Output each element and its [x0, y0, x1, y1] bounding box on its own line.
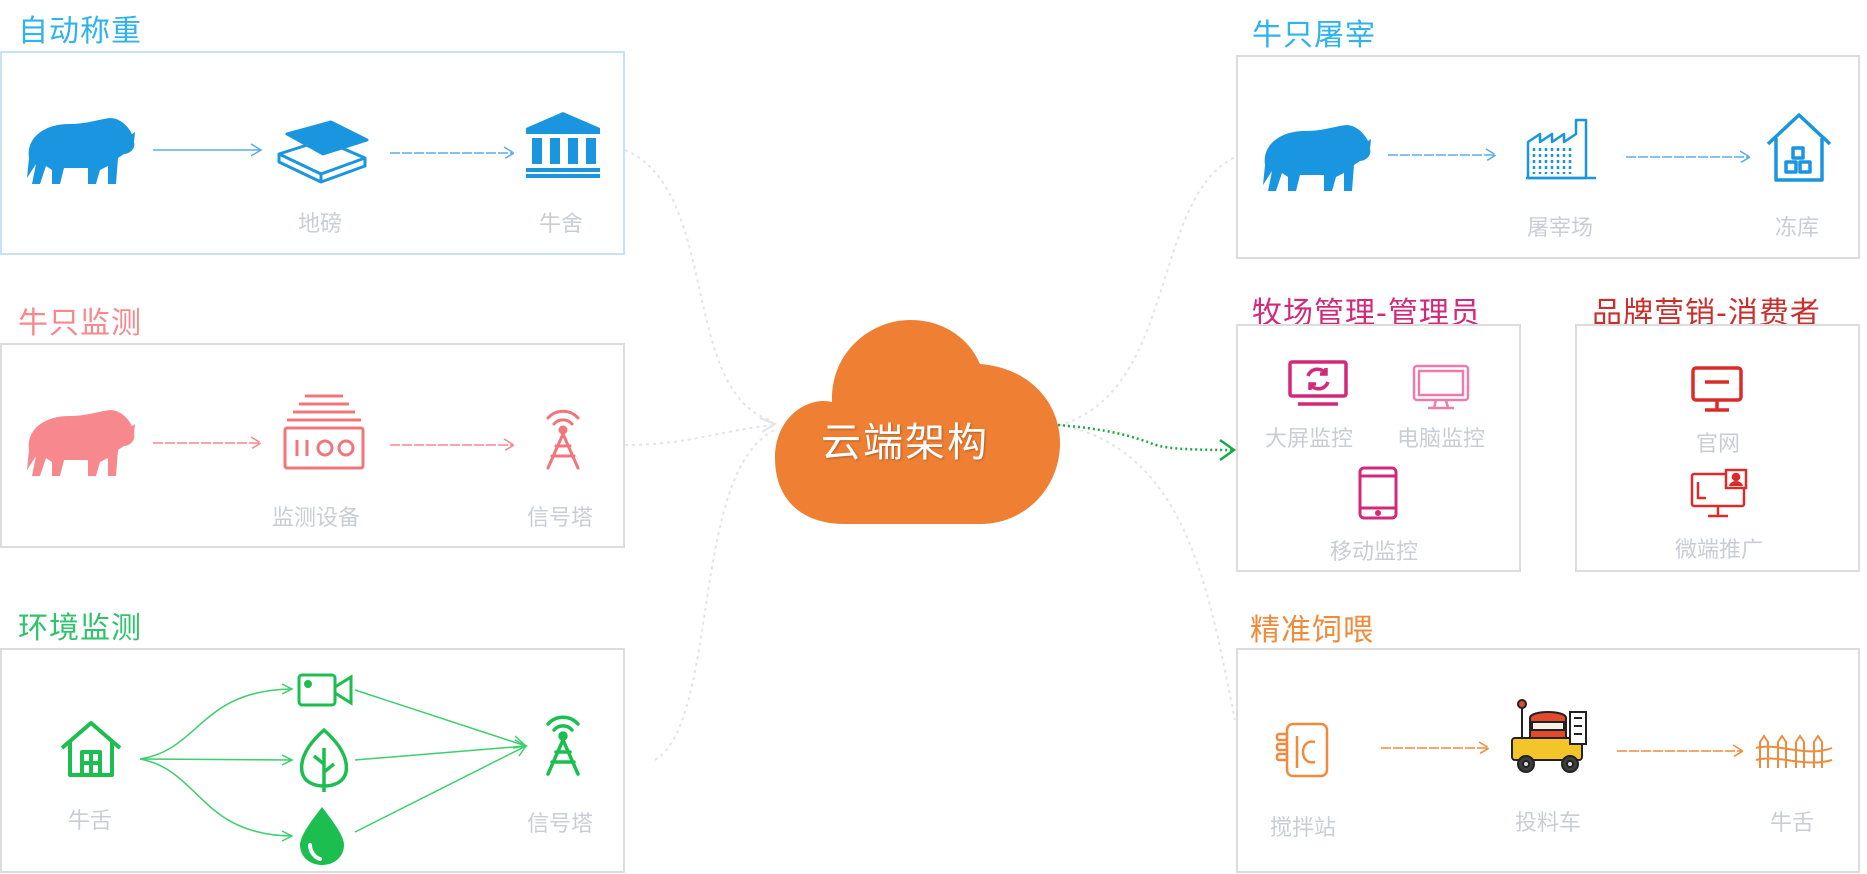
label-big-screen: 大屏监控	[1265, 427, 1354, 452]
label-barn: 牛舍	[539, 212, 584, 237]
water-drop-icon	[300, 807, 344, 865]
flow-arrow	[1626, 150, 1752, 164]
signal-tower-icon	[546, 409, 580, 470]
big-screen-icon	[1288, 360, 1348, 406]
leaf-icon	[299, 728, 349, 792]
ranch-mgmt-panel	[1236, 324, 1521, 572]
warehouse-icon	[1766, 113, 1832, 182]
env-monitor-title: 环境监测	[18, 611, 142, 646]
flow-arrow	[1617, 744, 1745, 758]
flow-arrow	[1388, 148, 1498, 162]
monitor-device-icon	[283, 394, 365, 470]
mixing-station-icon	[1275, 722, 1329, 778]
label-cattle-tongue: 牛舌	[68, 809, 113, 834]
label-cattle-tongue: 牛舌	[1770, 811, 1815, 836]
auto-weigh-panel	[0, 51, 625, 255]
signal-tower-icon	[546, 715, 580, 776]
slaughter-title: 牛只屠宰	[1252, 18, 1376, 53]
label-computer: 电脑监控	[1397, 427, 1486, 452]
flow-arrow	[153, 143, 263, 157]
label-cold-storage: 冻库	[1775, 216, 1820, 241]
bison-icon	[1263, 125, 1371, 191]
auto-weigh-title: 自动称重	[18, 14, 142, 49]
flow-arrow	[153, 436, 263, 450]
promotion-icon	[1690, 468, 1748, 518]
cattle-monitor-panel	[0, 343, 625, 548]
label-signal-tower: 信号塔	[527, 506, 594, 531]
flow-arrow	[390, 146, 516, 160]
bison-icon	[27, 410, 135, 476]
label-promotion: 微端推广	[1675, 538, 1764, 563]
label-slaughterhouse: 屠宰场	[1527, 216, 1594, 241]
factory-icon	[1526, 118, 1596, 180]
cattle-monitor-title: 牛只监测	[18, 306, 142, 341]
label-mixing-station: 搅拌站	[1270, 816, 1337, 841]
scale-icon	[277, 120, 369, 184]
label-signal-tower: 信号塔	[527, 812, 594, 837]
label-mobile: 移动监控	[1330, 540, 1419, 565]
fence-icon	[1755, 734, 1833, 768]
label-scale: 地磅	[298, 212, 343, 237]
flow-arrow	[1381, 741, 1491, 755]
label-website: 官网	[1696, 432, 1741, 457]
flow-arrow	[390, 438, 516, 452]
cloud-shape	[775, 320, 1060, 524]
feed-truck-icon	[1511, 699, 1587, 773]
brand-mkt-panel	[1575, 324, 1860, 572]
barn-icon	[526, 112, 600, 178]
camera-icon	[297, 673, 353, 707]
label-monitor-device: 监测设备	[272, 506, 361, 531]
bison-icon	[27, 118, 135, 184]
house-icon	[60, 721, 122, 777]
precise-feed-title: 精准饲喂	[1250, 613, 1374, 648]
tablet-icon	[1358, 466, 1398, 520]
computer-icon	[1412, 364, 1470, 410]
label-feed-truck: 投料车	[1515, 811, 1582, 836]
website-icon	[1691, 366, 1743, 412]
center-label: 云端架构	[821, 420, 989, 466]
